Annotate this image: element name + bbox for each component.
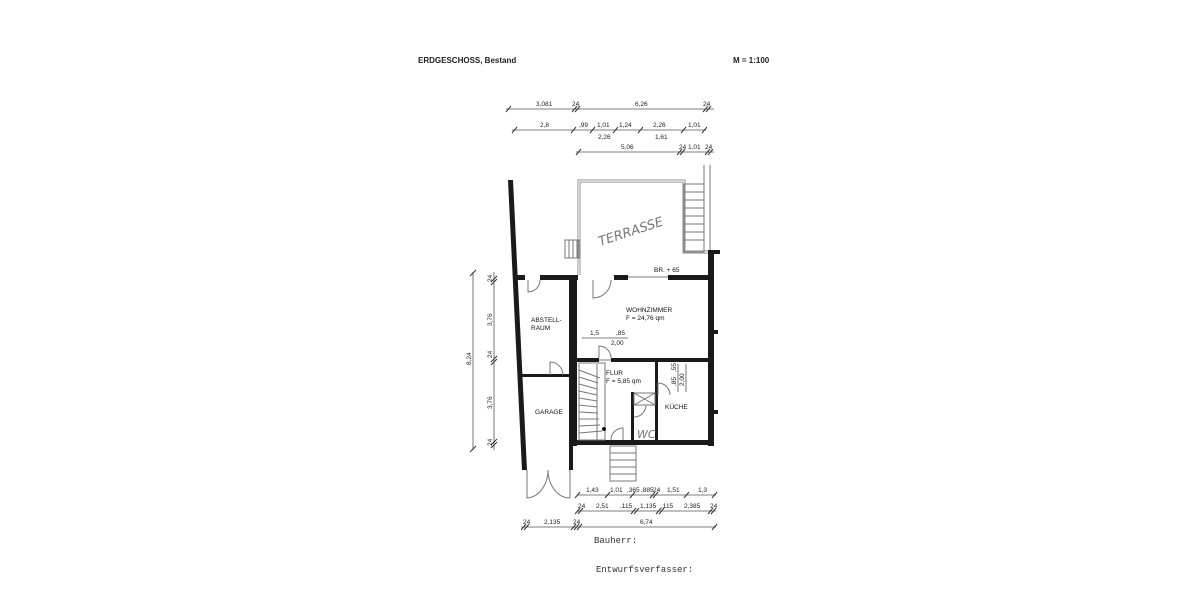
doors	[526, 279, 671, 499]
dim-label: ,885	[641, 487, 654, 494]
walls	[508, 180, 720, 470]
stair-post	[602, 427, 606, 431]
top-dimensions: 3,081 24 6,26 24 2,8 ,99 1,01 1,24 2,26 …	[505, 101, 714, 156]
dim-label: 2,135	[544, 519, 561, 526]
dim-label: 3,081	[536, 101, 553, 108]
dim-label: 1,01	[688, 122, 701, 129]
interior-stairs	[578, 362, 606, 441]
dim-label: ,99	[579, 122, 588, 129]
parapet-label: BR. + 65	[654, 267, 680, 274]
dim-label: 24	[703, 101, 711, 108]
dim-label: ,115	[620, 503, 633, 510]
dim-label: ,55	[671, 363, 678, 372]
dim-label: 2,00	[679, 373, 686, 386]
room-label-kueche: KÜCHE	[665, 403, 688, 411]
bauherr-label: Bauherr:	[594, 536, 637, 546]
plan-title: ERDGESCHOSS, Bestand	[418, 56, 516, 65]
dim-label: 2,385	[684, 503, 701, 510]
room-area-flur: F = 5,85 qm	[606, 378, 641, 385]
room-label-abstellraum-2: RAUM	[531, 325, 550, 332]
dim-label: 1,135	[640, 503, 657, 510]
left-dimensions: 8,24 24 3,76 24 3,76 24	[466, 269, 498, 453]
dim-label: 5,06	[621, 144, 634, 151]
dim-label: 24	[487, 274, 494, 282]
dim-label: 1,01	[597, 122, 610, 129]
plan-scale: M = 1:100	[733, 56, 770, 65]
dim-label: 24	[705, 144, 713, 151]
dim-label: 3,76	[487, 396, 494, 409]
dim-label: ,85	[671, 377, 678, 386]
dim-label: 1,51	[667, 487, 680, 494]
room-label-wohnzimmer: WOHNZIMMER	[626, 307, 673, 314]
dim-label: 2,00	[611, 340, 624, 347]
entrance-stairs	[609, 445, 637, 482]
dim-label: 24	[523, 519, 531, 526]
terrace: TERRASSE BR. + 65	[564, 165, 711, 275]
dim-label: 2,26	[653, 122, 666, 129]
dim-label: 6,26	[635, 101, 648, 108]
dim-label: 24	[679, 144, 687, 151]
dim-label: 1,43	[586, 487, 599, 494]
dim-label: 2,26	[598, 134, 611, 141]
dim-label: 24	[653, 487, 661, 494]
room-label-abstellraum-1: ABSTELL-	[531, 317, 562, 324]
dim-label: 6,74	[640, 519, 653, 526]
room-label-wc: WC	[637, 428, 656, 441]
dim-label: 24	[487, 438, 494, 446]
dim-label: 1,3	[698, 487, 707, 494]
dim-label: 24	[573, 519, 581, 526]
dim-label: 24	[487, 350, 494, 358]
room-area-wohnzimmer: F = 24,76 qm	[626, 315, 664, 322]
room-label-garage: GARAGE	[535, 409, 563, 416]
dim-label: 2,51	[596, 503, 609, 510]
bottom-dimensions: 1,43 1,01 ,365 ,885 24 1,51 1,3 24 2,51 …	[520, 487, 718, 531]
windows	[599, 276, 668, 361]
dim-label: ,85	[616, 330, 625, 337]
dim-label: ,115	[661, 503, 674, 510]
dim-label: 1,61	[655, 134, 668, 141]
dim-label: 24	[572, 101, 580, 108]
dim-label: 1,5	[590, 330, 599, 337]
dim-label: 8,24	[466, 352, 473, 365]
dim-label: 24	[710, 503, 718, 510]
dim-label: 1,01	[610, 487, 623, 494]
room-label-flur: FLUR	[606, 370, 623, 377]
entwurfsverfasser-label: Entwurfsverfasser:	[596, 565, 693, 575]
room-label-terrasse: TERRASSE	[597, 214, 666, 249]
dim-label: 2,8	[540, 122, 549, 129]
dim-label: 3,76	[487, 313, 494, 326]
dim-label: ,365	[627, 487, 640, 494]
dim-label: 24	[578, 503, 586, 510]
dim-label: 1,24	[619, 122, 632, 129]
inner-dimensions: 1,5 ,85 2,00 ,55 ,85 2,00	[582, 330, 687, 392]
dim-label: 1,01	[688, 144, 701, 151]
